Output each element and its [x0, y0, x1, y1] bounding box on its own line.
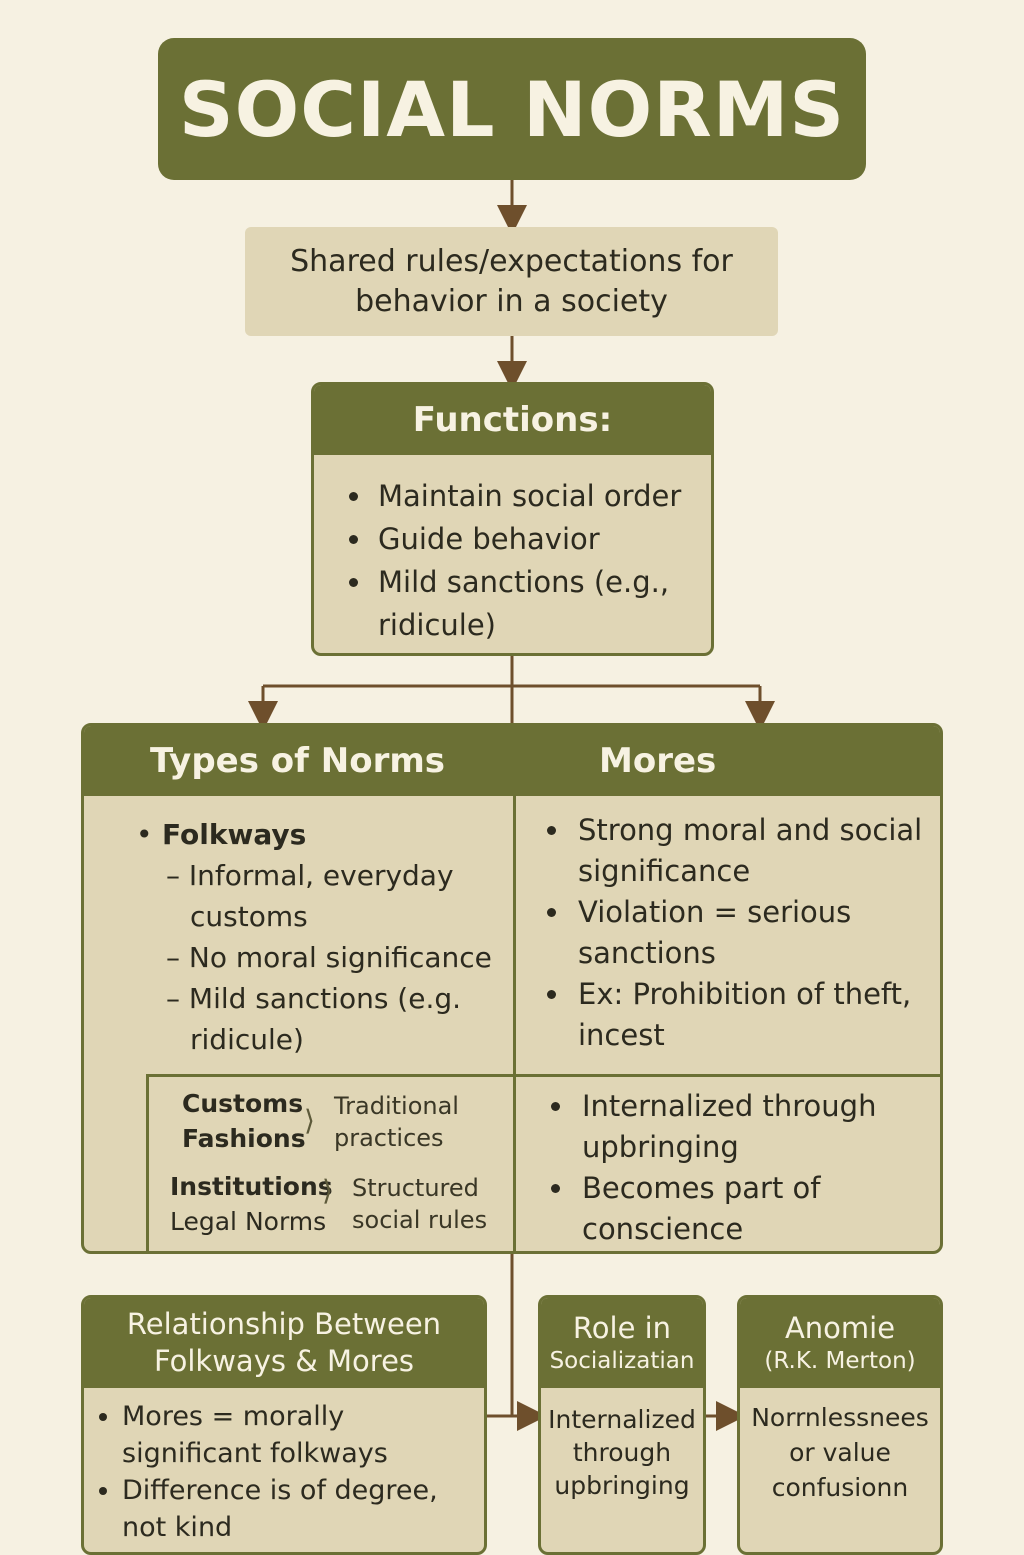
- functions-list: Maintain social order Guide behavior Mil…: [314, 455, 711, 647]
- relationship-heading: Relationship Between Folkways & Mores: [84, 1298, 484, 1388]
- relationship-heading-line-1: Relationship Between: [126, 1307, 442, 1341]
- internalization-item: Becomes part of conscience: [576, 1168, 940, 1250]
- anomie-body-line: confusionn: [771, 1473, 909, 1502]
- functions-item: Guide behavior: [374, 518, 691, 561]
- role-panel: Role in Socializatian Internalized throu…: [538, 1295, 706, 1555]
- folkways-label: Folkways: [162, 818, 307, 851]
- role-body-line: upbringing: [554, 1471, 690, 1500]
- anomie-body-line: Norrnlessnees: [751, 1403, 929, 1432]
- mores-item: Strong moral and social significance: [572, 810, 940, 892]
- functions-item: Maintain social order: [374, 475, 691, 518]
- role-heading: Role in Socializatian: [541, 1298, 703, 1388]
- anomie-panel: Anomie (R.K. Merton) Norrnlessnees or va…: [737, 1295, 943, 1555]
- fashions-label: Fashions: [182, 1124, 306, 1153]
- types-heading: Types of Norms: [150, 741, 446, 781]
- brace-icon: ⟩: [304, 1104, 315, 1137]
- customs-fashions-labels: Customs Fashions: [182, 1086, 306, 1156]
- anomie-heading-line-1: Anomie: [784, 1311, 896, 1345]
- mores-heading: Mores: [599, 741, 717, 781]
- role-body-line: through: [572, 1438, 672, 1467]
- definition-line-2: behavior in a society: [355, 283, 668, 319]
- relationship-item: Difference is of degree, not kind: [122, 1472, 474, 1546]
- role-body-line: Internalized: [548, 1405, 696, 1434]
- traditional-line-1: Traditional: [334, 1092, 459, 1120]
- anomie-body: Norrnlessnees or value confusionn: [740, 1388, 940, 1505]
- traditional-practices: Traditional practices: [334, 1090, 459, 1154]
- role-heading-line-2: Socializatian: [549, 1348, 695, 1374]
- column-divider: [513, 796, 516, 1251]
- traditional-line-2: practices: [334, 1124, 444, 1152]
- relationship-heading-line-2: Folkways & Mores: [153, 1344, 415, 1378]
- relationship-list: Mores = morally significant folkways Dif…: [84, 1388, 484, 1546]
- anomie-heading: Anomie (R.K. Merton): [740, 1298, 940, 1388]
- institutions-labels: Institutions Legal Norms: [170, 1169, 333, 1239]
- folkways-sub: Informal, everyday customs: [188, 859, 454, 933]
- relationship-item: Mores = morally significant folkways: [122, 1398, 474, 1472]
- functions-heading: Functions:: [314, 385, 711, 455]
- definition-box: Shared rules/expectations for behavior i…: [245, 227, 778, 336]
- customs-label: Customs: [182, 1089, 304, 1118]
- types-mores-header: [84, 726, 940, 796]
- definition-line-1: Shared rules/expectations for: [290, 243, 733, 279]
- title-box: SOCIAL NORMS: [158, 38, 866, 180]
- mores-list: Strong moral and social significance Vio…: [546, 810, 940, 1056]
- legal-norms-label: Legal Norms: [170, 1207, 327, 1236]
- row-divider: [146, 1074, 940, 1077]
- structured-line-2: social rules: [352, 1206, 488, 1234]
- institutions-label: Institutions: [170, 1172, 333, 1201]
- folkways-sub: No moral significance: [188, 941, 492, 974]
- role-body: Internalized through upbringing: [541, 1388, 703, 1502]
- folkways-section: •Folkways – Informal, everyday customs –…: [136, 818, 492, 1056]
- page-title: SOCIAL NORMS: [178, 64, 846, 154]
- structured-social-rules: Structured social rules: [352, 1172, 487, 1236]
- brace-icon: ⟩: [322, 1174, 333, 1207]
- anomie-heading-line-2: (R.K. Merton): [764, 1348, 916, 1374]
- internalization-list: Internalized through upbringing Becomes …: [550, 1086, 940, 1250]
- anomie-body-line: or value: [789, 1438, 891, 1467]
- internalization-item: Internalized through upbringing: [576, 1086, 940, 1168]
- structured-line-1: Structured: [352, 1174, 479, 1202]
- mores-item: Ex: Prohibition of theft, incest: [572, 974, 940, 1056]
- relationship-panel: Relationship Between Folkways & Mores Mo…: [81, 1295, 487, 1555]
- inner-divider: [146, 1074, 149, 1251]
- types-mores-panel: Types of Norms Mores •Folkways – Informa…: [81, 723, 943, 1254]
- mores-item: Violation = serious sanctions: [572, 892, 940, 974]
- functions-item: Mild sanctions (e.g., ridicule): [374, 561, 691, 647]
- functions-panel: Functions: Maintain social order Guide b…: [311, 382, 714, 656]
- role-heading-line-1: Role in: [572, 1311, 672, 1345]
- folkways-sub: Mild sanctions (e.g. ridicule): [188, 982, 462, 1056]
